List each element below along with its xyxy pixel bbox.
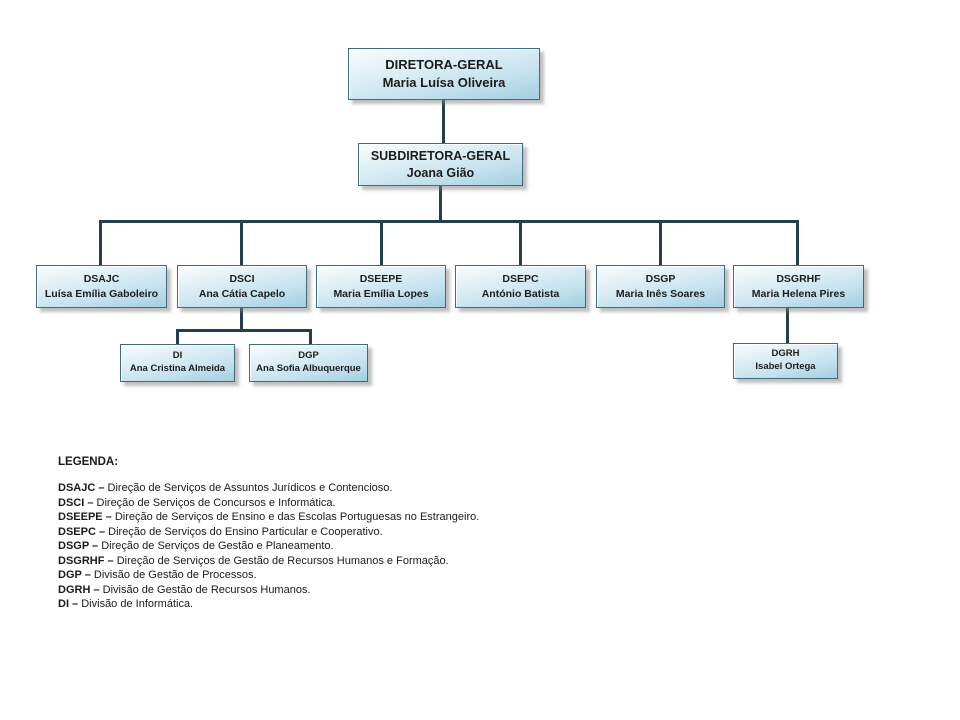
node-title: DIRETORA-GERAL bbox=[385, 57, 503, 73]
node-title: DSGP bbox=[645, 273, 676, 286]
org-node-dgrh: DGRH Isabel Ortega bbox=[733, 343, 838, 379]
legend-item: DSGP – Direção de Serviços de Gestão e P… bbox=[58, 539, 578, 554]
node-title: DSAJC bbox=[83, 273, 120, 286]
node-title: SUBDIRETORA-GERAL bbox=[370, 148, 511, 163]
node-title: DSEEPE bbox=[359, 273, 403, 286]
legend-item: DSGRHF – Direção de Serviços de Gestão d… bbox=[58, 554, 578, 569]
connector-drop-dsgp bbox=[659, 220, 662, 266]
connector-dsgrhf-dgrh bbox=[786, 308, 789, 344]
connector-drop-dgp bbox=[309, 329, 312, 345]
legend-abbr: DSGRHF – bbox=[58, 554, 117, 567]
legend-desc: Direção de Serviços de Assuntos Jurídico… bbox=[107, 482, 393, 494]
node-person: Isabel Ortega bbox=[755, 361, 816, 372]
node-title: DGRH bbox=[771, 348, 800, 360]
connector-drop-dsgrhf bbox=[796, 220, 799, 266]
connector-drop-dseepe bbox=[380, 220, 383, 266]
org-node-dseepe: DSEEPE Maria Emília Lopes bbox=[316, 265, 446, 308]
legend-desc: Direção de Serviços de Ensino e das Esco… bbox=[114, 511, 480, 523]
legend-items: DSAJC – Direção de Serviços de Assuntos … bbox=[58, 481, 578, 612]
connector-diretora-subdiretora bbox=[442, 100, 445, 144]
legend-abbr: DSAJC – bbox=[58, 482, 108, 494]
legend-item: DSCI – Direção de Serviços de Concursos … bbox=[58, 496, 578, 511]
org-node-dsci: DSCI Ana Cátia Capelo bbox=[177, 265, 307, 308]
legend-item: DSEPC – Direção de Serviços do Ensino Pa… bbox=[58, 525, 578, 540]
org-node-dgp: DGP Ana Sofia Albuquerque bbox=[249, 344, 368, 382]
legend-abbr: DGRH – bbox=[58, 583, 103, 596]
org-node-diretora-geral: DIRETORA-GERAL Maria Luísa Oliveira bbox=[348, 48, 540, 100]
legend-heading: LEGENDA: bbox=[58, 456, 119, 468]
legend-item: DSEEPE – Direção de Serviços de Ensino e… bbox=[58, 510, 578, 525]
org-node-subdiretora-geral: SUBDIRETORA-GERAL Joana Gião bbox=[358, 143, 523, 186]
connector-dsci-trunk bbox=[240, 308, 243, 332]
node-title: DSEPC bbox=[502, 273, 539, 286]
legend-abbr: DGP – bbox=[58, 569, 94, 581]
org-node-dsgp: DSGP Maria Inês Soares bbox=[596, 265, 725, 308]
connector-drop-dsci bbox=[240, 220, 243, 266]
org-node-dsgrhf: DSGRHF Maria Helena Pires bbox=[733, 265, 864, 308]
node-title: DSGRHF bbox=[776, 273, 821, 286]
connector-subdiretora-trunk bbox=[439, 186, 442, 221]
node-person: Ana Cristina Almeida bbox=[129, 363, 226, 374]
legend-desc: Direção de Serviços de Gestão de Recurso… bbox=[116, 554, 449, 567]
legend-desc: Divisão de Gestão de Processos. bbox=[93, 569, 257, 581]
node-person: Maria Luísa Oliveira bbox=[382, 75, 506, 90]
legend-desc: Divisão de Informática. bbox=[81, 598, 194, 610]
legend-abbr: DSEPC – bbox=[58, 525, 109, 538]
org-node-dsepc: DSEPC António Batista bbox=[455, 265, 586, 308]
node-person: Maria Inês Soares bbox=[615, 287, 706, 300]
connector-drop-dsajc bbox=[99, 220, 102, 266]
legend-section: LEGENDA: DSAJC – Direção de Serviços de … bbox=[58, 456, 578, 612]
legend-item: DSAJC – Direção de Serviços de Assuntos … bbox=[58, 481, 578, 496]
legend-item: DGRH – Divisão de Gestão de Recursos Hum… bbox=[58, 583, 578, 598]
legend-item: DGP – Divisão de Gestão de Processos. bbox=[58, 568, 578, 583]
node-title: DI bbox=[172, 350, 183, 362]
legend-desc: Direção de Serviços de Gestão e Planeame… bbox=[101, 540, 334, 552]
node-person: António Batista bbox=[481, 287, 560, 300]
node-person: Maria Emília Lopes bbox=[333, 287, 429, 300]
connector-drop-dsepc bbox=[519, 220, 522, 266]
legend-desc: Divisão de Gestão de Recursos Humanos. bbox=[102, 583, 311, 596]
legend-item: DI – Divisão de Informática. bbox=[58, 597, 578, 612]
legend-abbr: DSCI – bbox=[58, 496, 97, 509]
connector-drop-di bbox=[176, 329, 179, 345]
legend-abbr: DI – bbox=[58, 598, 82, 610]
node-title: DSCI bbox=[229, 273, 255, 286]
node-title: DGP bbox=[298, 350, 319, 362]
legend-desc: Direção de Serviços do Ensino Particular… bbox=[108, 525, 383, 538]
connector-level2-horizontal bbox=[99, 220, 799, 223]
node-person: Ana Sofia Albuquerque bbox=[256, 363, 361, 374]
node-person: Ana Cátia Capelo bbox=[198, 287, 286, 300]
node-person: Luísa Emília Gaboleiro bbox=[44, 287, 159, 300]
node-person: Maria Helena Pires bbox=[751, 287, 846, 300]
org-node-dsajc: DSAJC Luísa Emília Gaboleiro bbox=[36, 265, 167, 308]
legend-abbr: DSEEPE – bbox=[58, 511, 115, 523]
node-person: Joana Gião bbox=[406, 165, 475, 180]
connector-dsci-horizontal bbox=[176, 329, 312, 332]
org-node-di: DI Ana Cristina Almeida bbox=[120, 344, 235, 382]
legend-abbr: DSGP – bbox=[58, 540, 102, 552]
legend-desc: Direção de Serviços de Concursos e Infor… bbox=[96, 496, 336, 509]
